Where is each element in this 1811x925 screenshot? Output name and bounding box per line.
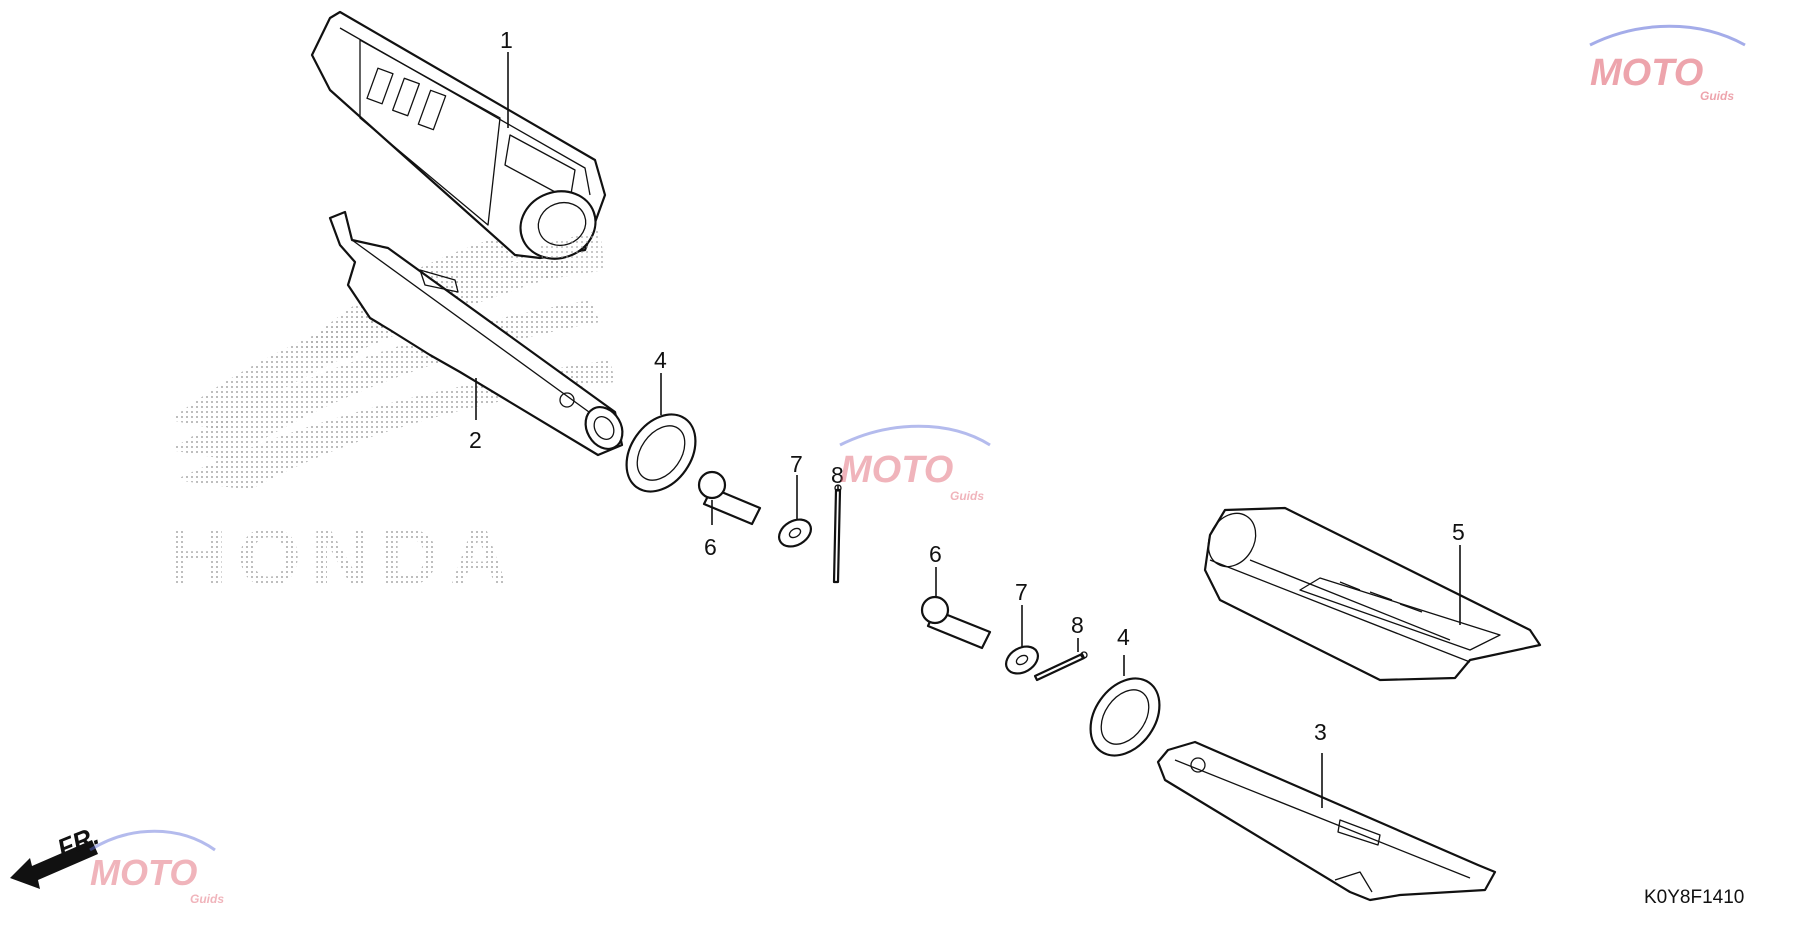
callout-6b: 6 xyxy=(929,541,942,567)
callout-4a: 4 xyxy=(654,347,667,373)
callout-8b: 8 xyxy=(1071,612,1084,638)
svg-text:Guids: Guids xyxy=(1700,89,1734,103)
svg-text:Guids: Guids xyxy=(950,489,984,503)
callout-7a: 7 xyxy=(790,451,803,477)
part-3-footpeg-bracket xyxy=(1156,740,1497,902)
honda-brand-watermark: HONDA xyxy=(168,512,519,603)
part-8-cotter-pin-b xyxy=(1033,651,1088,682)
callout-5: 5 xyxy=(1452,519,1465,545)
part-6-pin-b xyxy=(920,595,992,650)
part-2-footpeg-bracket xyxy=(328,210,624,457)
moto-watermark-center: MOTO Guids xyxy=(839,424,991,503)
svg-text:Guids: Guids xyxy=(190,892,224,906)
callout-2: 2 xyxy=(469,427,482,453)
callout-4b: 4 xyxy=(1117,624,1130,650)
diagram-code: K0Y8F1410 xyxy=(1644,887,1744,908)
part-7-washer-a xyxy=(778,518,812,548)
callout-6a: 6 xyxy=(704,534,717,560)
part-1-footpeg-rubber xyxy=(310,10,607,280)
part-8-cotter-pin-a xyxy=(832,484,842,584)
leader-lines xyxy=(475,52,1461,808)
callout-1: 1 xyxy=(500,27,513,53)
svg-text:MOTO: MOTO xyxy=(840,449,953,491)
moto-watermark-top-right: MOTO Guids xyxy=(1589,24,1746,103)
callouts: 1 2 3 4 4 5 6 6 7 7 8 8 xyxy=(469,27,1465,745)
moto-watermark-bottom-left: MOTO Guids xyxy=(89,829,224,906)
callout-7b: 7 xyxy=(1015,579,1028,605)
part-7-washer-b xyxy=(1005,645,1039,675)
callout-8a: 8 xyxy=(831,462,844,488)
callout-3: 3 xyxy=(1314,719,1327,745)
part-6-pin-a xyxy=(697,470,762,526)
part-5-footpeg-rubber xyxy=(1203,506,1542,682)
part-4-washer-b xyxy=(1089,677,1161,757)
svg-text:MOTO: MOTO xyxy=(1590,52,1703,94)
part-4-washer-a xyxy=(625,413,697,493)
svg-text:MOTO: MOTO xyxy=(90,852,197,893)
